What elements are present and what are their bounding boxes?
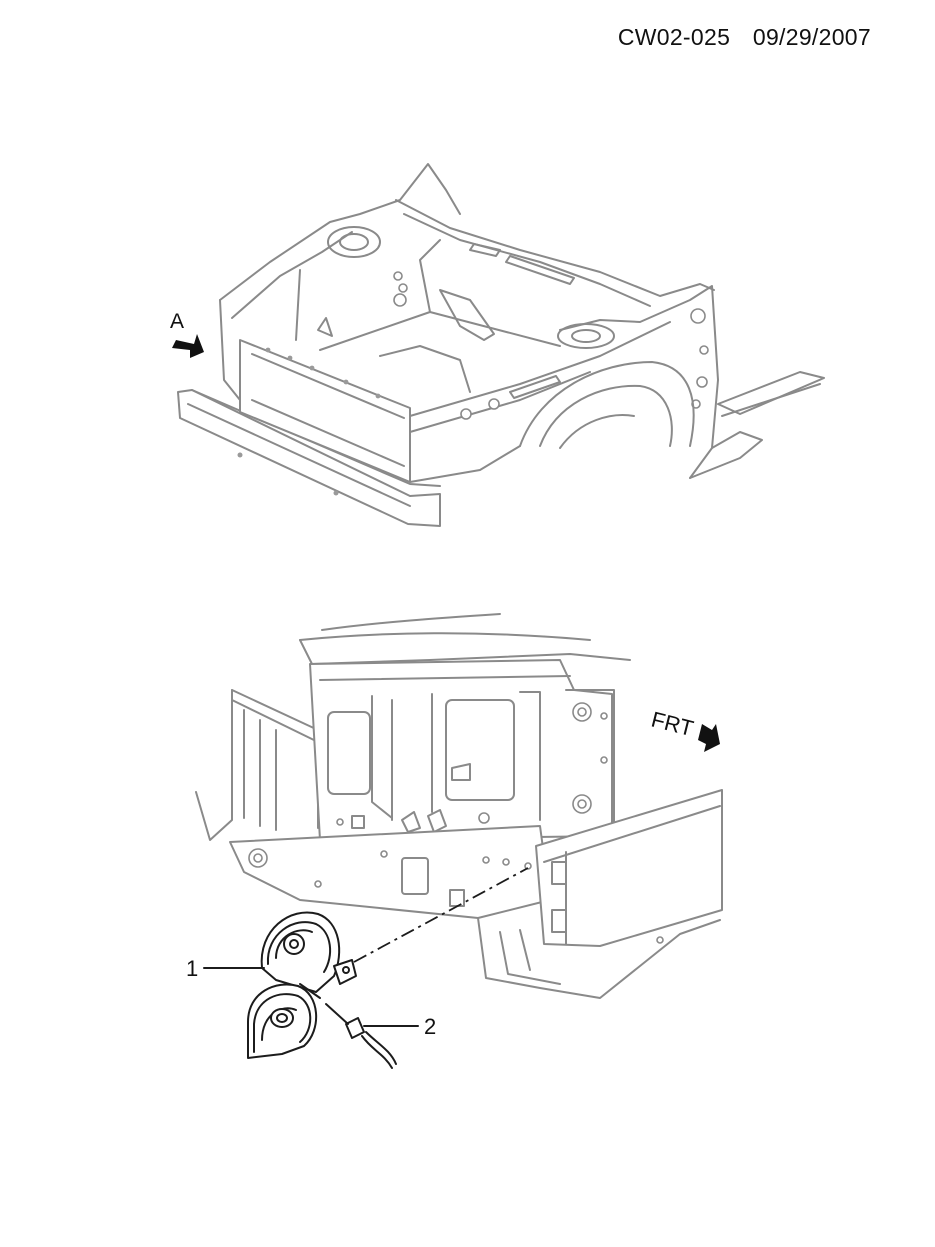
- view-a-arrow: [172, 334, 204, 358]
- callout-1-number: 1: [186, 956, 198, 981]
- right-apron: [559, 285, 719, 479]
- callout-2-number: 2: [424, 1014, 436, 1039]
- bumper-beam: [177, 389, 441, 527]
- bumper-reinforcement: [535, 789, 723, 947]
- view-a-indicator: A: [170, 310, 204, 358]
- horn-mounting-structure: [195, 613, 723, 999]
- front-body-structure: [177, 163, 825, 527]
- attachment-centerline: [353, 867, 529, 963]
- lower-cross-member: [229, 825, 551, 919]
- front-direction-arrow: [698, 724, 720, 752]
- view-a-label: A: [170, 310, 184, 333]
- horn-lower: [247, 983, 397, 1069]
- cowl-panel: [395, 199, 715, 297]
- right-opening: [445, 699, 515, 801]
- horn-upper: [260, 911, 357, 999]
- front-direction-indicator: FRT: [649, 707, 720, 752]
- front-direction-label: FRT: [649, 707, 696, 742]
- document-code: CW02-025: [617, 24, 731, 50]
- rocker-rail: [717, 371, 825, 415]
- document-date: 09/29/2007: [752, 24, 871, 50]
- left-apron: [219, 163, 461, 301]
- left-opening: [327, 711, 371, 795]
- upper-support-panel: [309, 659, 613, 841]
- electrical-connector: [345, 1017, 365, 1039]
- document-header: CW02-025 09/29/2007: [618, 24, 871, 51]
